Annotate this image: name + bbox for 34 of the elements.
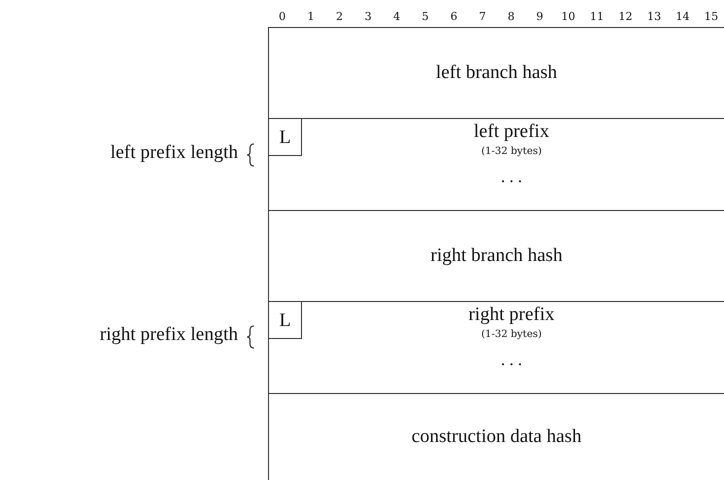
field-row (268, 301, 724, 393)
bit-number: 6 (450, 10, 458, 23)
bit-number: 10 (561, 10, 576, 23)
bit-number: 15 (704, 10, 718, 23)
bit-number: 2 (336, 10, 343, 23)
field-name: construction data hash (410, 426, 582, 448)
bit-number: 11 (590, 10, 604, 23)
bit-number: 1 (307, 10, 314, 23)
bit-number: 5 (422, 10, 429, 23)
bit-number: 14 (676, 10, 690, 23)
field-name: left prefix (474, 121, 550, 143)
ellipsis: . . . (500, 167, 522, 187)
field-row (268, 210, 724, 301)
field-row (268, 118, 724, 210)
bit-number: 9 (536, 10, 544, 23)
length-label: left prefix length (110, 142, 238, 164)
bit-number: 0 (278, 10, 286, 23)
bit-number: 8 (508, 10, 515, 23)
size-note: (1-32 bytes) (481, 329, 542, 340)
bit-number: 13 (647, 10, 662, 23)
length-field: L (269, 119, 302, 156)
bit-number: 4 (393, 10, 400, 23)
field-name: right branch hash (430, 244, 564, 266)
length-field: L (269, 302, 302, 339)
field-row (268, 27, 724, 118)
field-row (268, 393, 724, 480)
length-label: right prefix length (100, 324, 238, 346)
size-note: (1-32 bytes) (481, 146, 542, 157)
bit-number: 12 (618, 10, 632, 23)
bit-number: 7 (479, 10, 486, 23)
field-name: right prefix (468, 304, 554, 326)
bit-number: 3 (364, 10, 372, 23)
field-name: left branch hash (434, 62, 558, 84)
ellipsis: . . . (500, 350, 522, 370)
